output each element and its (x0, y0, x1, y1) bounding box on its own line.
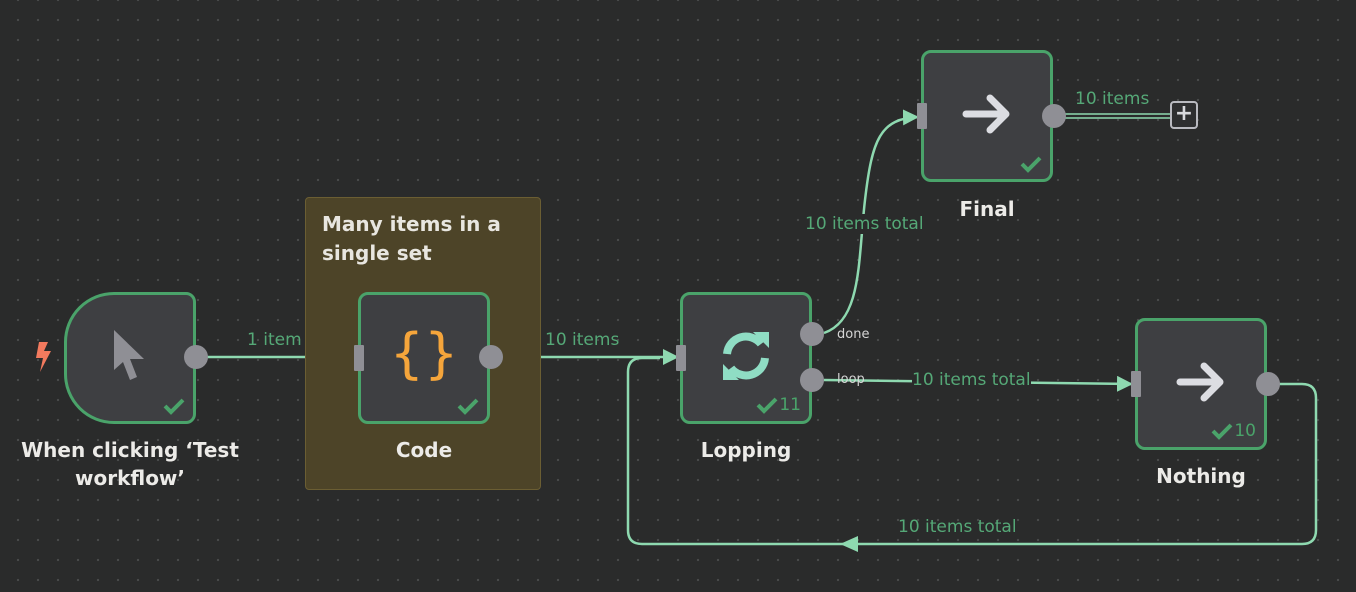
success-check-icon (457, 397, 479, 415)
loop-icon (717, 328, 775, 388)
trigger-output-port[interactable] (184, 345, 208, 369)
nothing-output-port[interactable] (1256, 372, 1280, 396)
edge-label-lopping-final: 10 items total (805, 214, 924, 234)
node-label-final: Final (959, 197, 1015, 221)
node-code[interactable]: {} (358, 292, 490, 424)
braces-icon: {} (389, 322, 459, 385)
nothing-input-port[interactable] (1131, 371, 1141, 397)
sticky-note-text: Many items in a single set (322, 212, 501, 265)
add-node-button[interactable]: + (1170, 101, 1198, 129)
arrow-right-icon (1176, 360, 1226, 408)
code-input-port[interactable] (354, 345, 364, 371)
cursor-icon (110, 328, 150, 388)
code-output-port[interactable] (479, 345, 503, 369)
node-nothing[interactable]: 10 (1135, 318, 1267, 450)
lopping-loop-port[interactable] (800, 368, 824, 392)
node-lopping[interactable]: 11 (680, 292, 812, 424)
node-label-trigger: When clicking ‘Test workflow’ (21, 438, 239, 490)
arrow-right-icon (962, 92, 1012, 140)
final-input-port[interactable] (917, 103, 927, 129)
port-label-loop: loop (837, 372, 865, 387)
lopping-input-port[interactable] (676, 345, 686, 371)
node-trigger[interactable] (64, 292, 196, 424)
edge-label-nothing-lopping: 10 items total (898, 517, 1017, 537)
node-label-nothing: Nothing (1156, 464, 1246, 488)
edge-label-trigger-code: 1 item (247, 330, 302, 350)
success-check-icon (1020, 155, 1042, 173)
port-label-done: done (837, 327, 870, 342)
edge-nothing-lopping[interactable] (626, 356, 1318, 546)
edge-label-lopping-nothing: 10 items total (912, 370, 1031, 390)
edge-final-add[interactable] (1065, 113, 1170, 119)
edge-label-code-lopping: 10 items (545, 330, 620, 350)
edge-lopping-final[interactable] (823, 109, 920, 335)
edge-arrow-loopback (840, 536, 858, 552)
node-final[interactable] (921, 50, 1053, 182)
run-count: 10 (1234, 421, 1256, 441)
success-check-icon: 11 (756, 395, 801, 415)
node-label-lopping: Lopping (700, 438, 792, 462)
edge-label-final-add: 10 items (1075, 89, 1150, 109)
success-check-icon (163, 397, 185, 415)
success-check-icon: 10 (1211, 421, 1256, 441)
node-label-code: Code (395, 438, 453, 462)
lopping-done-port[interactable] (800, 322, 824, 346)
trigger-bolt-icon (36, 342, 51, 372)
run-count: 11 (779, 395, 801, 415)
final-output-port[interactable] (1042, 104, 1066, 128)
